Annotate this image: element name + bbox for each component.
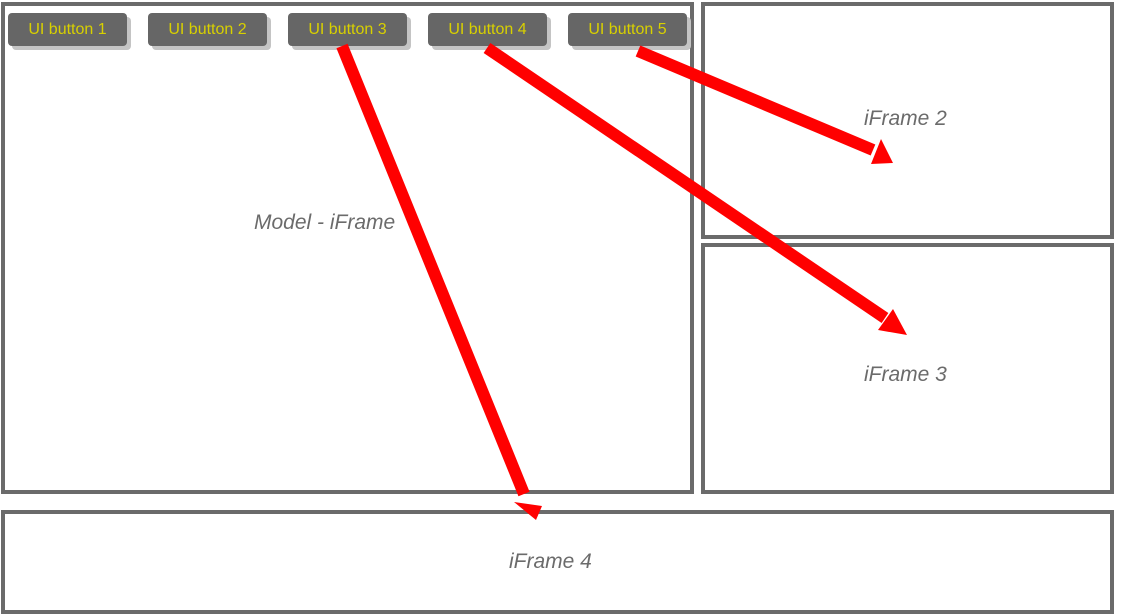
iframe-4-label: iFrame 4	[509, 550, 592, 573]
ui-button-2[interactable]: UI button 2	[148, 13, 267, 46]
ui-button-5[interactable]: UI button 5	[568, 13, 687, 46]
iframe-4	[1, 510, 1114, 614]
iframe-2-label: iFrame 2	[864, 107, 947, 130]
iframe-3-label: iFrame 3	[864, 363, 947, 386]
model-iframe	[1, 2, 694, 494]
ui-button-4[interactable]: UI button 4	[428, 13, 547, 46]
model-iframe-label: Model - iFrame	[254, 211, 396, 234]
ui-button-3[interactable]: UI button 3	[288, 13, 407, 46]
ui-button-1[interactable]: UI button 1	[8, 13, 127, 46]
